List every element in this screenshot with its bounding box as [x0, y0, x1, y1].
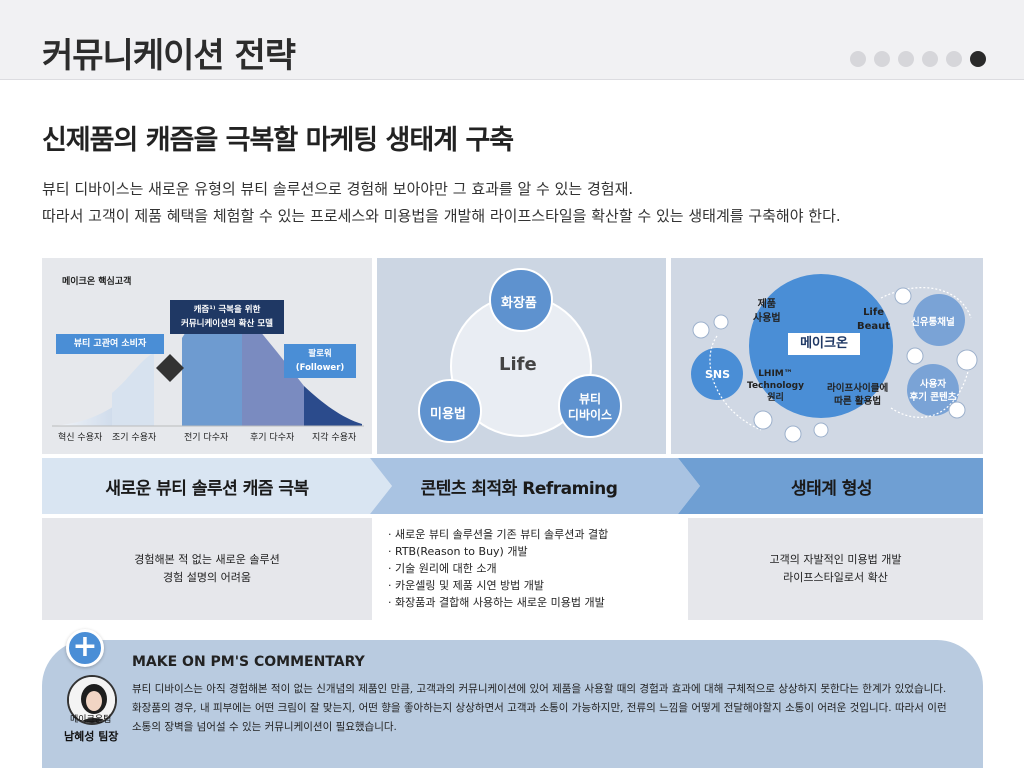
center-brand-label: 메이크온 [800, 336, 848, 351]
label-line: 사용자 [919, 379, 947, 390]
detail-line: 경험 설명의 어려움 [163, 571, 251, 584]
page-title: 커뮤니케이션 전략 [42, 36, 296, 76]
label-line: 사용법 [753, 313, 781, 324]
adopter-label: 조기 수용자 [112, 433, 157, 443]
tag-label: 뷰티 고관여 소비자 [73, 339, 147, 349]
list-item: · 카운셀링 및 제품 시연 방법 개발 [388, 579, 545, 592]
label-line: 후기 콘텐츠 [909, 392, 957, 403]
label-line: Life [863, 307, 884, 318]
page-dot-active[interactable] [970, 51, 986, 67]
stage-detail-right: 고객의 자발적인 미용법 개발 라이프스타일로서 확산 [688, 518, 983, 620]
description-line: 따라서 고객이 제품 혜택을 체험할 수 있는 프로세스와 미용법을 개발해 라… [42, 207, 841, 225]
detail-line: 라이프스타일로서 확산 [783, 571, 888, 584]
page-dot[interactable] [946, 51, 962, 67]
description-line: 뷰티 디바이스는 새로운 유형의 뷰티 솔루션으로 경험해 보아야만 그 효과를… [42, 180, 634, 198]
tag-label: 팔로워 [308, 349, 332, 359]
stage-label: 콘텐츠 최적화 Reframing [420, 479, 618, 499]
list-item: · 새로운 뷰티 솔루션을 기존 뷰티 솔루션과 결합 [388, 528, 609, 541]
detail-line: 고객의 자발적인 미용법 개발 [769, 553, 902, 566]
commentary-title: MAKE ON PM'S COMMENTARY [132, 654, 365, 670]
adopter-label: 후기 다수자 [250, 433, 295, 443]
tag-follower: 팔로워 (Follower) [284, 344, 356, 378]
intro-description: 뷰티 디바이스는 새로운 유형의 뷰티 솔루션으로 경험해 보아야만 그 효과를… [42, 176, 841, 230]
person-team: 메이크온팀 [70, 715, 112, 725]
section-headline: 신제품의 캐즘을 극복할 마케팅 생태계 구축 [42, 125, 514, 156]
makeon-ecosystem-panel: 메이크온 제품 사용법 Life Beaut LHIM™ Technology … [671, 258, 983, 454]
commentary-body: 뷰티 디바이스는 아직 경험해본 적이 없는 신개념의 제품인 만큼, 고객과의… [132, 683, 947, 733]
stage-label: 새로운 뷰티 솔루션 캐즘 극복 [105, 479, 309, 499]
cosmetics-circle-label: 화장품 [501, 296, 537, 311]
list-item: · 기술 원리에 대한 소개 [388, 562, 497, 575]
lifecycle-usage-label: 라이프사이클에 따른 활용법 [827, 382, 888, 408]
center-brand-box: 메이크온 [787, 332, 861, 356]
user-review-label: 사용자 후기 콘텐츠 [905, 378, 961, 404]
stage-arrow-bar [42, 458, 983, 514]
list-item: · 화장품과 결합해 사용하는 새로운 미용법 개발 [388, 596, 605, 609]
plus-icon[interactable]: + [66, 629, 104, 667]
page-number: 88 [991, 745, 1008, 760]
stage-detail-left: 경험해본 적 없는 새로운 솔루션 경험 설명의 어려움 [42, 518, 372, 620]
technology-label: LHIM™ Technology 원리 [747, 368, 804, 404]
page-dot[interactable] [850, 51, 866, 67]
stage-label: 생태계 형성 [790, 479, 873, 499]
diffusion-model-panel: 메이크온 핵심고객 뷰티 고관여 소비자 캐즘¹⁾ 극복을 위한 커뮤니케이션의… [42, 258, 372, 454]
page-dot[interactable] [922, 51, 938, 67]
new-channel-label: 신유통채널 [911, 317, 955, 328]
tag-label: 캐즘¹⁾ 극복을 위한 [193, 305, 261, 315]
tag-label: (Follower) [295, 363, 345, 373]
core-customer-label: 메이크온 핵심고객 [62, 277, 132, 287]
life-circle-graphic [418, 268, 622, 443]
header-bar [0, 0, 1024, 80]
beauty-device-circle-label: 뷰티 디바이스 [561, 391, 619, 423]
life-center-label: Life [499, 354, 537, 375]
life-beauty-label: Life Beaut [857, 306, 890, 334]
tag-chasm-model: 캐즘¹⁾ 극복을 위한 커뮤니케이션의 확산 모델 [170, 300, 284, 334]
commentary-panel [42, 640, 983, 768]
label-line: 원리 [767, 393, 784, 403]
ecosystem-network-graphic [691, 274, 978, 443]
circle-label-line: 디바이스 [567, 408, 613, 422]
page-dot[interactable] [874, 51, 890, 67]
adopter-label: 전기 다수자 [184, 433, 229, 443]
label-line: 따른 활용법 [834, 396, 882, 407]
page-dot[interactable] [898, 51, 914, 67]
label-line: 제품 [757, 299, 776, 310]
person-name: 남혜성 팀장 [64, 730, 119, 743]
person-portrait-icon [69, 677, 115, 723]
life-ecosystem-panel: Life 화장품 미용법 뷰티 디바이스 [377, 258, 666, 454]
adopter-label: 지각 수용자 [312, 433, 357, 443]
tag-label: 커뮤니케이션의 확산 모델 [181, 319, 273, 329]
stage-detail-middle: · 새로운 뷰티 솔루션을 기존 뷰티 솔루션과 결합 · RTB(Reason… [376, 518, 684, 620]
beauty-method-circle-label: 미용법 [430, 407, 466, 422]
label-line: LHIM™ [758, 369, 793, 379]
user-icon [692, 287, 978, 443]
circle-label-line: 뷰티 [578, 392, 602, 406]
product-usage-label: 제품 사용법 [753, 298, 781, 326]
page-indicator [850, 51, 986, 67]
detail-line: 경험해본 적 없는 새로운 솔루션 [134, 553, 280, 566]
label-line: 라이프사이클에 [827, 383, 889, 394]
tag-high-involvement: 뷰티 고관여 소비자 [56, 334, 164, 354]
detail-bullet-list: · 새로운 뷰티 솔루션을 기존 뷰티 솔루션과 결합 · RTB(Reason… [376, 518, 684, 611]
list-item: · RTB(Reason to Buy) 개발 [388, 545, 528, 558]
adopter-label: 혁신 수용자 [58, 433, 103, 443]
label-line: Technology [747, 381, 804, 391]
label-line: Beaut [857, 321, 891, 332]
sns-label: SNS [705, 368, 731, 381]
avatar [67, 675, 117, 725]
